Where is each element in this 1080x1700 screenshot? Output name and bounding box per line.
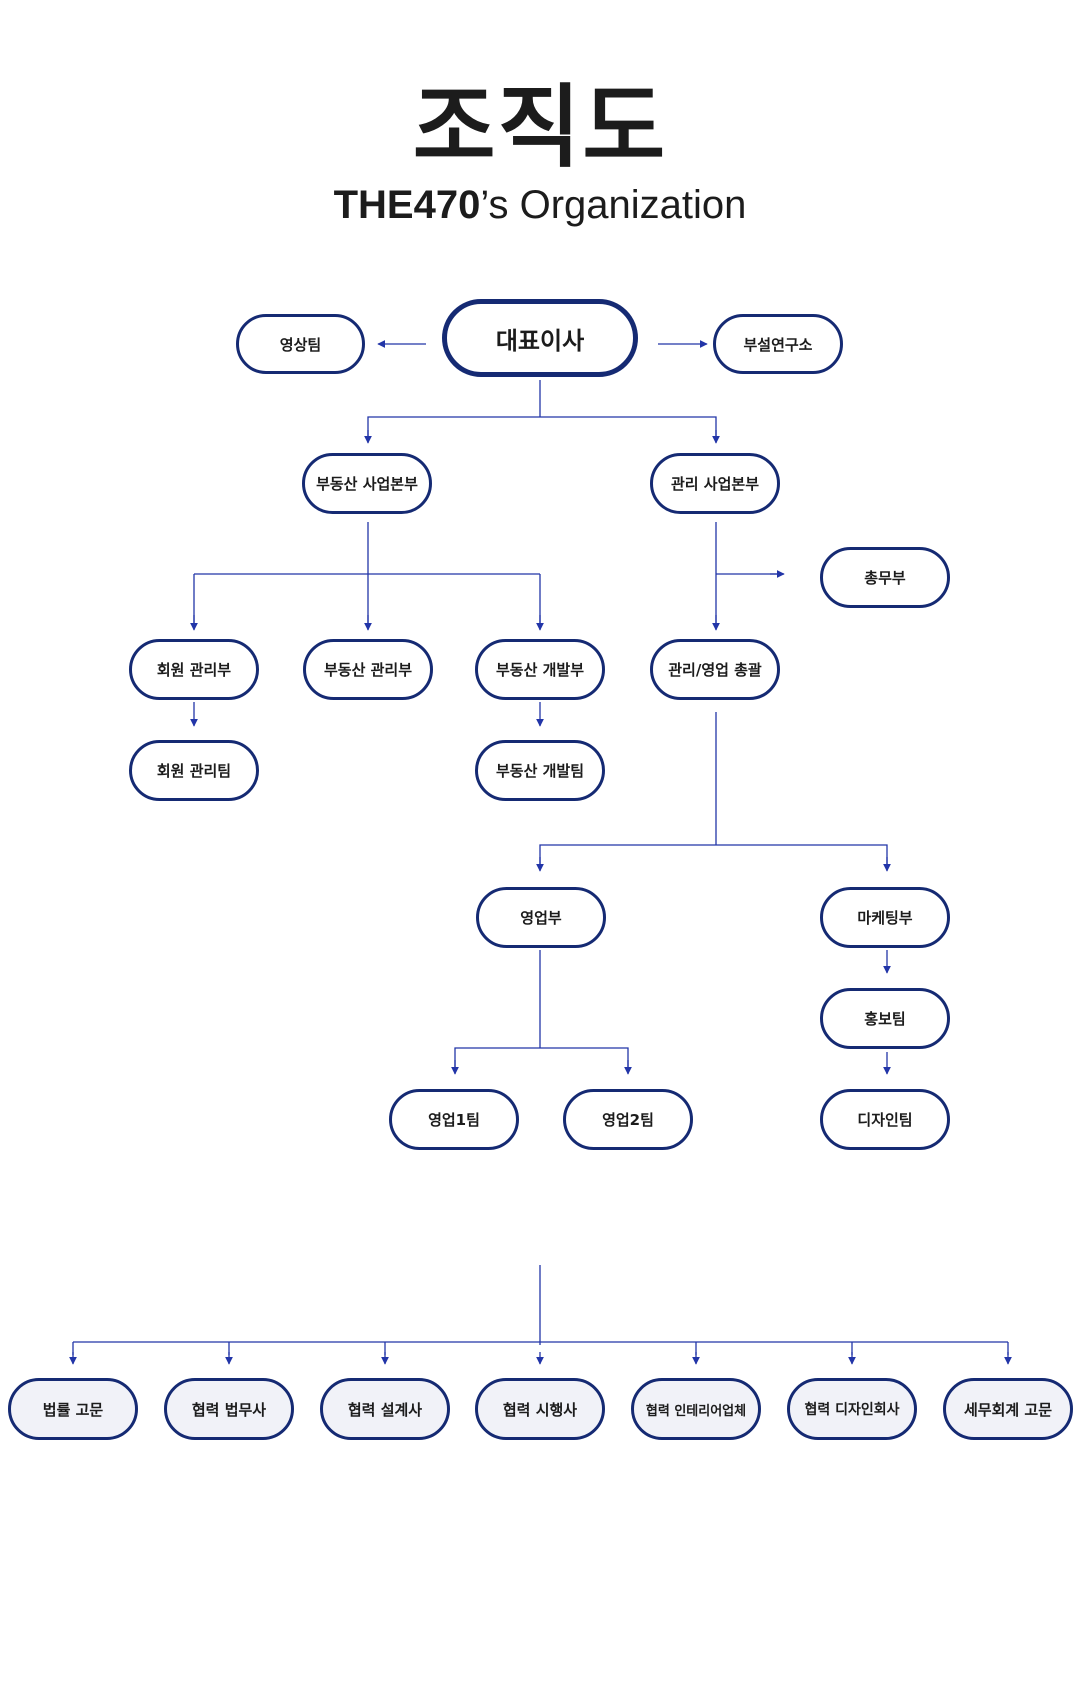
node-design-team: 디자인팀 <box>820 1089 950 1150</box>
subtitle-brand: THE470 <box>333 183 481 227</box>
subtitle-rest: ’s Organization <box>480 183 747 227</box>
connector-sales-teams <box>454 950 629 1068</box>
node-general-affairs: 총무부 <box>820 547 950 608</box>
partner-node: 협력 시행사 <box>475 1378 605 1440</box>
node-pr-team: 홍보팀 <box>820 988 950 1049</box>
node-video-team: 영상팀 <box>236 314 365 374</box>
page-title: 조직도 <box>412 75 668 180</box>
partner-node: 협력 설계사 <box>320 1378 450 1440</box>
node-sales-dept: 영업부 <box>476 887 606 948</box>
connector-realestate-depts <box>193 522 541 623</box>
node-realestate-mgmt-dept: 부동산 관리부 <box>303 639 433 700</box>
partner-node: 협력 법무사 <box>164 1378 294 1440</box>
node-ceo: 대표이사 <box>442 299 638 377</box>
node-member-mgmt-dept: 회원 관리부 <box>129 639 259 700</box>
connector-ceo-divisions <box>367 380 717 440</box>
partner-node: 협력 디자인회사 <box>787 1378 917 1440</box>
connector-partners <box>72 1265 1009 1355</box>
partner-node: 세무회계 고문 <box>943 1378 1073 1440</box>
node-member-mgmt-team: 회원 관리팀 <box>129 740 259 801</box>
node-realestate-dev-team: 부동산 개발팀 <box>475 740 605 801</box>
node-sales-team-2: 영업2팀 <box>563 1089 693 1150</box>
node-management-division: 관리 사업본부 <box>650 453 780 514</box>
node-realestate-dev-dept: 부동산 개발부 <box>475 639 605 700</box>
partner-node: 법률 고문 <box>8 1378 138 1440</box>
node-sales-team-1: 영업1팀 <box>389 1089 519 1150</box>
connector-management-division <box>715 522 780 623</box>
node-research-lab: 부설연구소 <box>713 314 843 374</box>
node-mgmt-sales-general: 관리/영업 총괄 <box>650 639 780 700</box>
page-subtitle: THE470’s Organization <box>0 180 1080 230</box>
node-realestate-division: 부동산 사업본부 <box>302 453 432 514</box>
node-marketing-dept: 마케팅부 <box>820 887 950 948</box>
partner-node: 협력 인테리어업체 <box>631 1378 761 1440</box>
